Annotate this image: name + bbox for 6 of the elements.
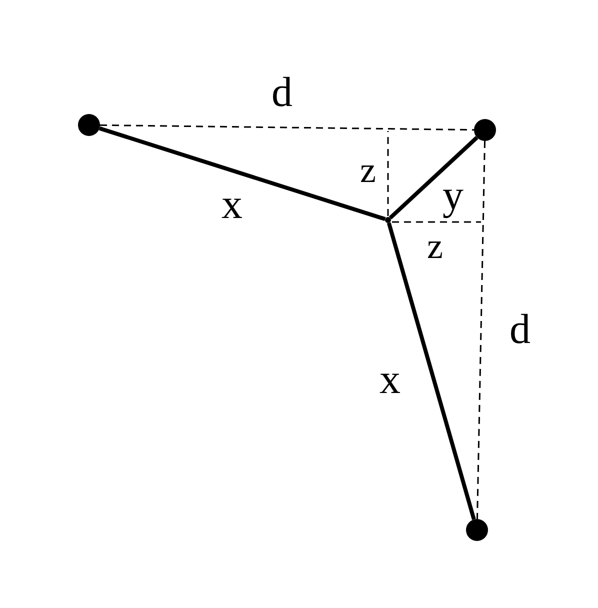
- dashed-line: [100, 124, 474, 131]
- dashed-line: [476, 140, 486, 520]
- line: [388, 136, 478, 220]
- line: [386, 222, 476, 520]
- line: [98, 126, 386, 221]
- junction-point: [385, 217, 391, 223]
